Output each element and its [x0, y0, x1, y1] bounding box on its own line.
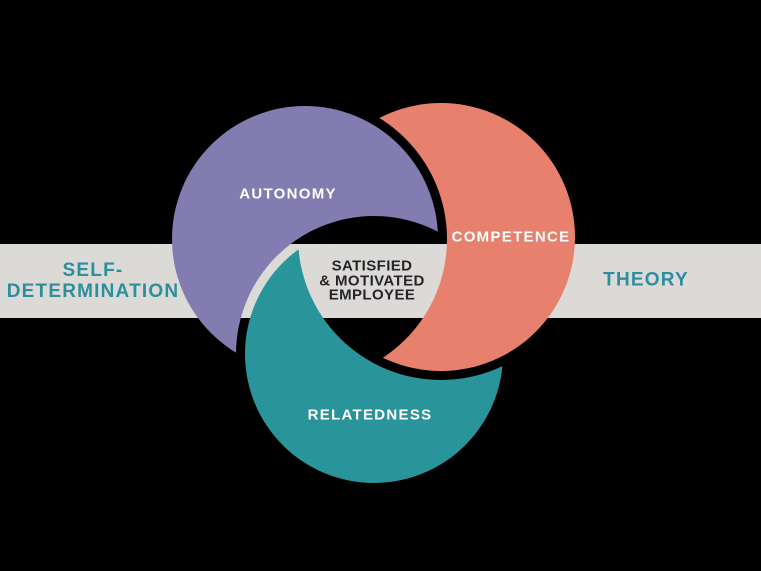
relatedness-crescent [245, 225, 503, 483]
